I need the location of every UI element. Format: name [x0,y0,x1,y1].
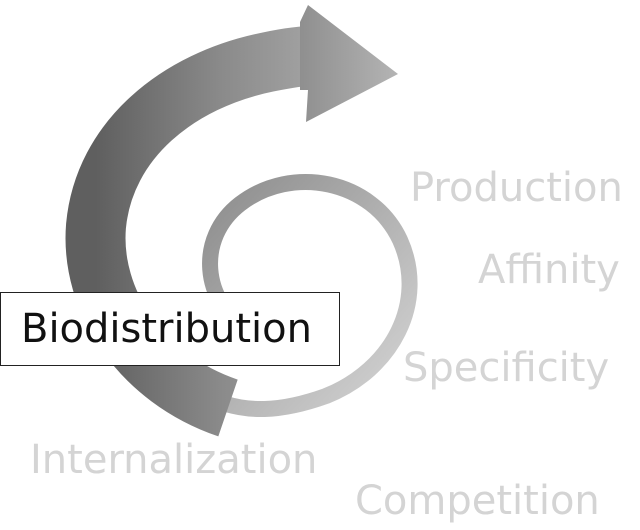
stage-label-specificity: Specificity [403,345,610,391]
arrowhead [300,5,398,122]
stage-label-internalization: Internalization [30,437,318,483]
stage-label-production: Production [410,165,623,211]
stage-label-affinity: Affinity [478,247,620,293]
highlighted-stage-label: Biodistribution [21,306,312,352]
stage-label-competition: Competition [355,478,600,524]
spiral-inner-tail [202,174,418,418]
highlighted-stage-box: Biodistribution [0,292,340,366]
